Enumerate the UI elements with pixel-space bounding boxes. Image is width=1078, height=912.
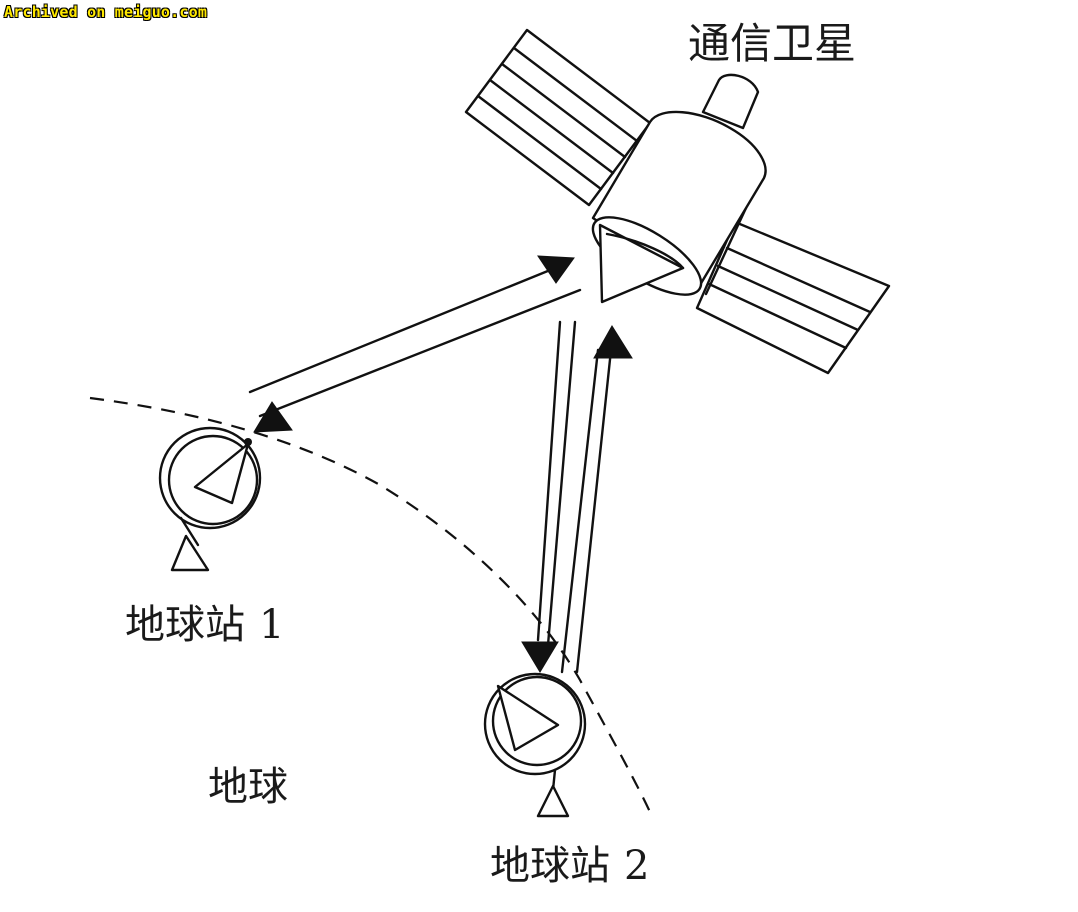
earth-station-1-label: 地球站 1 <box>125 592 284 650</box>
earth-station-1-text: 地球站 <box>125 602 245 648</box>
earth-station-2-icon <box>483 672 587 818</box>
arrowhead-icon <box>253 401 293 433</box>
satellite-label: 通信卫星 <box>688 19 857 68</box>
link-station2-satellite <box>521 320 633 674</box>
earth-surface-curve <box>89 396 651 813</box>
arrowhead-icon <box>521 641 559 673</box>
satellite-icon <box>464 28 891 375</box>
earth-station-2-label: 地球站 2 <box>490 833 649 891</box>
arrowhead-icon <box>537 255 575 284</box>
earth-station-1-number: 1 <box>259 602 285 648</box>
earth-station-1-icon <box>158 426 262 572</box>
link-station1-satellite <box>248 255 582 433</box>
earth-station-2-number: 2 <box>624 843 650 889</box>
arrowhead-icon <box>593 325 633 359</box>
watermark: Archived on meiguo.com <box>4 3 208 21</box>
earth-label: 地球 <box>208 764 288 810</box>
earth-station-2-text: 地球站 <box>490 843 610 889</box>
